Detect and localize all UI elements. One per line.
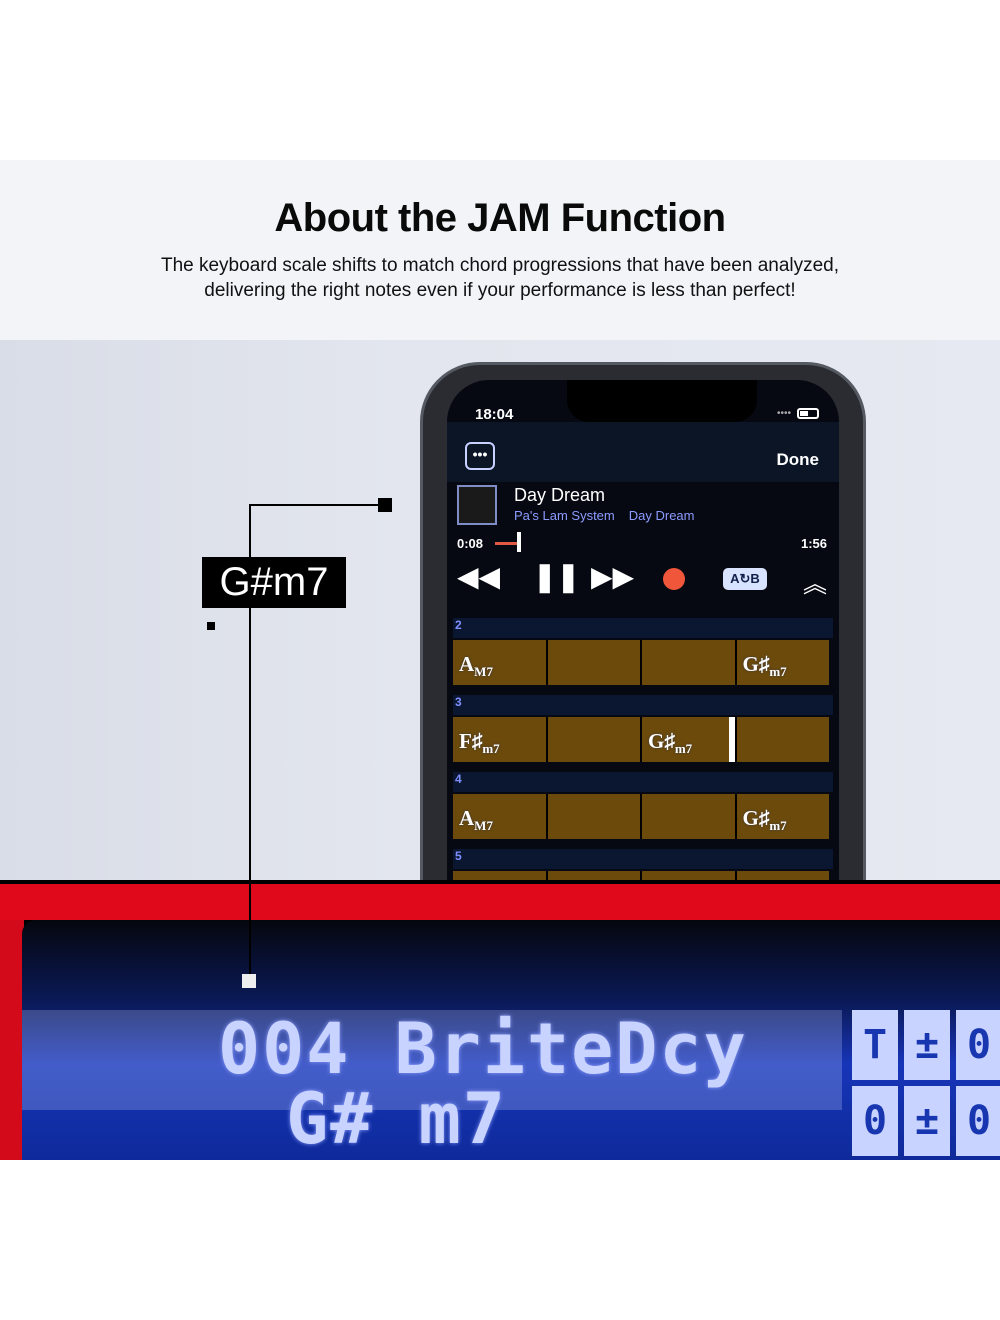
keyboard-red-panel: [0, 884, 1000, 920]
lcd-status-icons: T ± 0 0 ± 0: [852, 1010, 1000, 1156]
chord-row: AM7 G♯m7: [453, 794, 829, 839]
chevron-up-icon[interactable]: ︽: [803, 571, 827, 598]
chord-cell[interactable]: [642, 794, 735, 839]
ab-repeat-button[interactable]: A↻B: [723, 568, 767, 590]
song-artist: Pa's Lam System: [514, 508, 615, 523]
bar-number: 3: [453, 695, 833, 715]
description-line-2: delivering the right notes even if your …: [204, 280, 796, 301]
lcd-icon: 0: [852, 1086, 898, 1156]
signal-icon: ••••: [776, 408, 791, 419]
pause-icon[interactable]: ❚❚: [533, 561, 580, 592]
lcd-icon: T: [852, 1010, 898, 1080]
chord-cell[interactable]: [547, 717, 640, 762]
progress-slider[interactable]: [517, 532, 521, 552]
keyboard-body: 004 BriteDcy G# m7 T ± 0 0 ± 0: [0, 880, 1000, 1160]
lcd-icon: 0: [956, 1086, 1000, 1156]
chord-callout-label: G#m7: [202, 557, 346, 608]
chord-cell[interactable]: [642, 640, 735, 685]
fast-forward-icon[interactable]: ▶▶: [591, 561, 635, 592]
status-time: 18:04: [475, 406, 514, 423]
chord-row: AM7 G♯m7: [453, 640, 829, 685]
song-meta: Pa's Lam System Day Dream: [514, 508, 709, 523]
lcd-icon: 0: [956, 1010, 1000, 1080]
rewind-icon[interactable]: ◀◀: [457, 561, 501, 592]
intro-section: About the JAM Function The keyboard scal…: [0, 160, 1000, 340]
bar-number: 5: [453, 849, 833, 869]
lcd-line-1: 004 BriteDcy: [218, 1008, 748, 1090]
playhead-cursor: [729, 717, 735, 762]
phone-screen: 18:04 •••• ••• Done Day Dream Pa's Lam S…: [447, 380, 839, 920]
chord-cell[interactable]: G♯m7: [736, 794, 829, 839]
progress-fill: [495, 542, 517, 545]
chord-cell[interactable]: [547, 640, 640, 685]
lcd-icon: ±: [904, 1010, 950, 1080]
callout-line-horizontal: [249, 504, 385, 506]
page-title: About the JAM Function: [274, 196, 726, 240]
app-toolbar: [447, 422, 839, 482]
callout-square: [242, 974, 256, 988]
lcd-display: 004 BriteDcy G# m7 T ± 0 0 ± 0: [22, 920, 1000, 1160]
product-photo: 18:04 •••• ••• Done Day Dream Pa's Lam S…: [0, 340, 1000, 1160]
more-menu-button[interactable]: •••: [465, 442, 495, 470]
total-time: 1:56: [800, 536, 827, 551]
keyboard-red-side: [0, 920, 24, 1160]
chord-cell[interactable]: [547, 794, 640, 839]
chord-cell[interactable]: G♯m7: [642, 717, 735, 762]
bar-number: 4: [453, 772, 833, 792]
chord-cell[interactable]: G♯m7: [736, 640, 829, 685]
done-button[interactable]: Done: [776, 450, 820, 469]
song-album: Day Dream: [628, 508, 695, 523]
callout-square: [207, 622, 215, 630]
page-description: The keyboard scale shifts to match chord…: [0, 253, 1000, 303]
bar-number: 2: [453, 618, 833, 638]
callout-square: [378, 498, 392, 512]
callout-line-vertical: [249, 505, 251, 980]
album-art: [457, 485, 497, 525]
description-line-1: The keyboard scale shifts to match chord…: [160, 255, 840, 276]
song-title: Day Dream: [514, 485, 606, 505]
elapsed-time: 0:08: [457, 536, 484, 551]
phone-notch: [567, 380, 757, 422]
battery-icon: [797, 408, 819, 419]
chord-cell[interactable]: AM7: [453, 640, 546, 685]
lcd-icon: ±: [904, 1086, 950, 1156]
chord-cell[interactable]: F♯m7: [453, 717, 546, 762]
chord-row: F♯m7 G♯m7: [453, 717, 829, 762]
record-button[interactable]: [663, 568, 685, 590]
lcd-line-2: G# m7: [242, 1078, 507, 1160]
chord-cell[interactable]: [736, 717, 829, 762]
lcd-backlight: [22, 1010, 842, 1110]
chord-cell[interactable]: AM7: [453, 794, 546, 839]
